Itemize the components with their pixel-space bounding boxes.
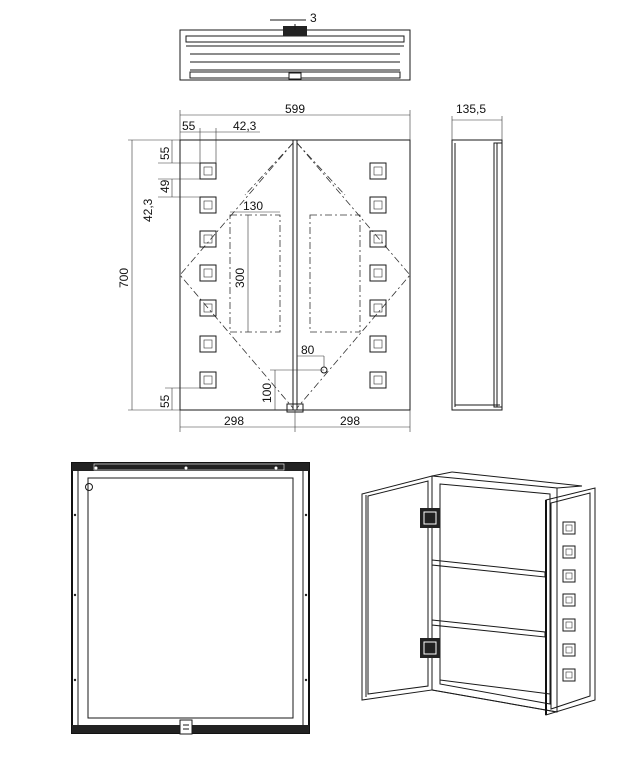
dim-gap: 3 (310, 11, 317, 25)
rear-view (71, 462, 310, 735)
dim-door-right-width: 298 (340, 414, 360, 428)
dim-bottom-gap: 100 (260, 383, 274, 403)
front-view (179, 139, 411, 413)
dim-height-total: 700 (117, 268, 131, 288)
front-dimension-lines (128, 110, 411, 432)
dim-top-offset: 55 (158, 146, 172, 160)
dim-handle-offset: 80 (301, 343, 315, 357)
dim-light-v-spacing-b: 49 (158, 179, 172, 193)
dim-door-left-width: 298 (224, 414, 244, 428)
dim-width-total: 599 (285, 102, 305, 116)
light-column-right (369, 162, 387, 389)
light-column-left (199, 162, 217, 389)
perspective-view (361, 471, 596, 716)
dim-light-v-spacing-a: 42,3 (141, 198, 155, 222)
dim-depth: 135,5 (456, 102, 486, 116)
dim-bottom-offset: 55 (158, 394, 172, 408)
top-view (179, 19, 411, 81)
dim-window-height: 300 (233, 268, 247, 288)
side-view (451, 116, 503, 411)
dim-left-edge-offset: 55 (182, 119, 196, 133)
dim-light-h-spacing: 42,3 (233, 119, 257, 133)
dim-window-width: 130 (243, 199, 263, 213)
